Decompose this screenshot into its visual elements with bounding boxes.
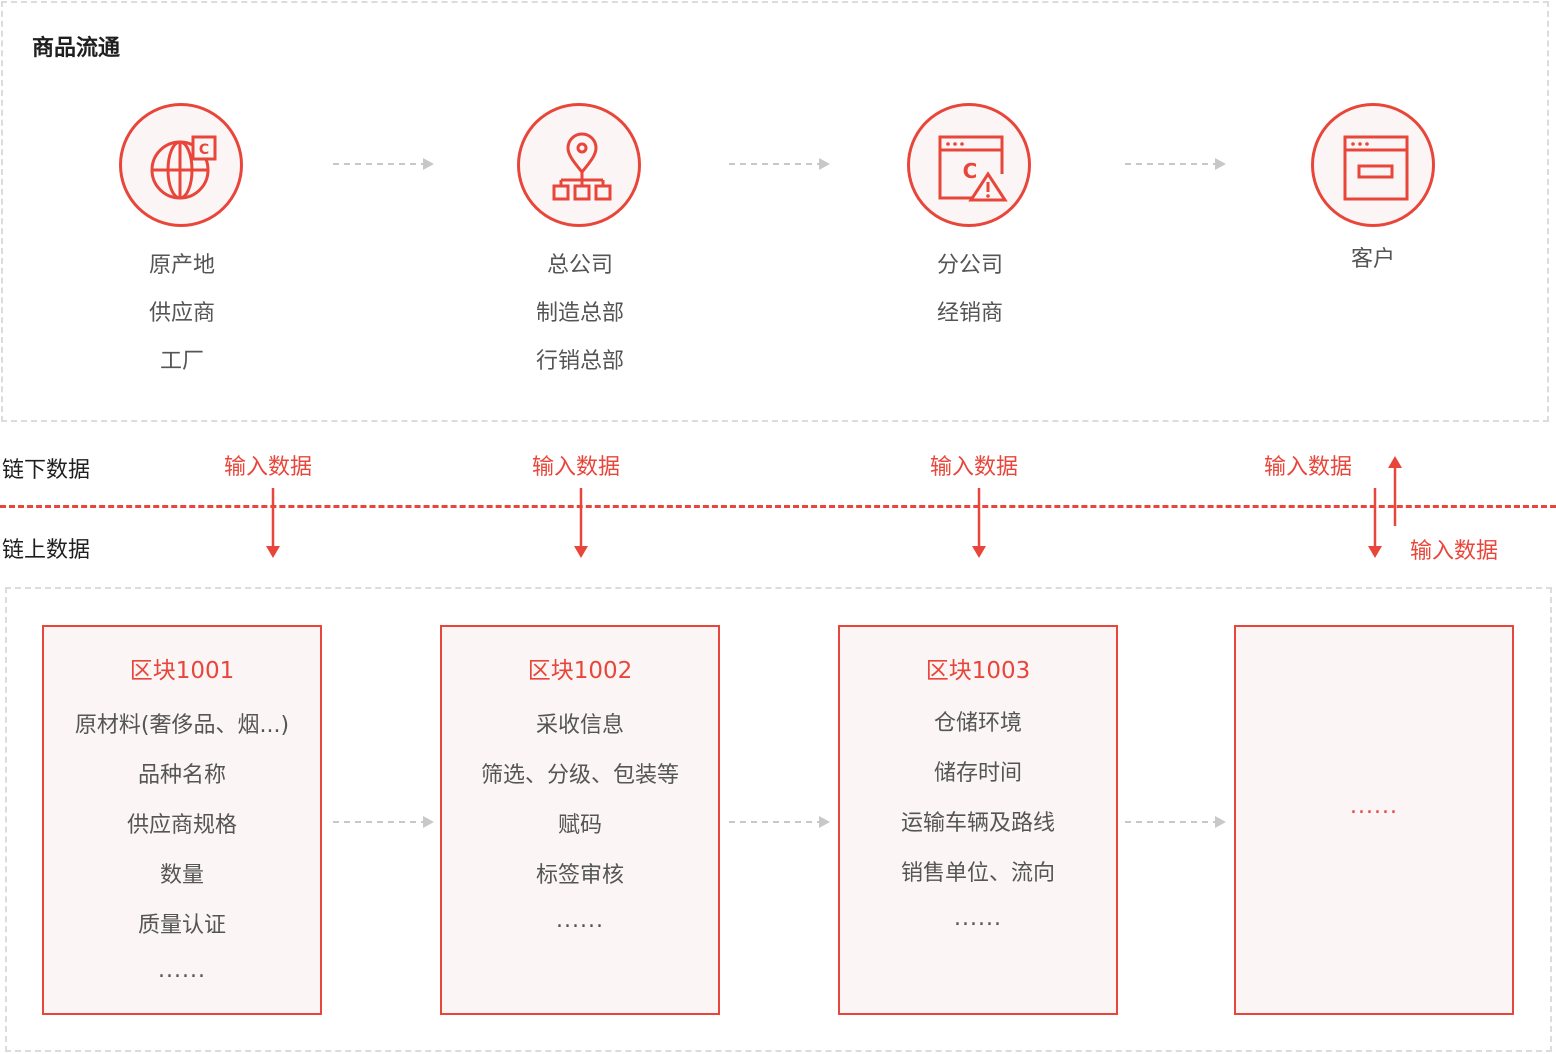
- onchain-label: 链上数据: [2, 538, 91, 563]
- block-item: ......: [158, 958, 206, 983]
- block-item: 原材料(奢侈品、烟...): [74, 713, 290, 738]
- node-line: 供应商: [148, 301, 215, 326]
- headquarters-node-labels: 总公司 制造总部 行销总部: [480, 242, 680, 386]
- block-item: ......: [556, 908, 604, 933]
- block-card: 区块1002 采收信息 筛选、分级、包装等 赋码 标签审核 ......: [440, 625, 720, 1015]
- block-item: 赋码: [557, 813, 602, 838]
- svg-text:C: C: [963, 159, 978, 183]
- origin-node: C: [119, 103, 243, 227]
- block-card: ......: [1234, 625, 1514, 1015]
- globe-copyright-icon: C: [150, 135, 217, 200]
- chain-divider: [0, 505, 1556, 508]
- up-arrow: [1388, 456, 1402, 526]
- node-line: 总公司: [546, 253, 613, 278]
- input-data-label: 输入数据: [930, 455, 1019, 480]
- node-line: 原产地: [148, 253, 215, 278]
- block-item: 数量: [159, 863, 204, 888]
- node-line: 分公司: [936, 253, 1003, 278]
- block-title: 区块1002: [527, 658, 633, 684]
- origin-node-labels: 原产地 供应商 工厂: [82, 242, 282, 386]
- headquarters-node: [517, 103, 641, 227]
- location-org-chart-icon: [552, 132, 612, 201]
- block-item: 仓储环境: [933, 711, 1022, 736]
- input-data-label: 输入数据: [1264, 455, 1353, 480]
- input-data-label: 输入数据: [224, 455, 313, 480]
- branch-node: C: [907, 103, 1031, 227]
- commodity-flow-panel: [1, 1, 1549, 422]
- customer-node: [1311, 103, 1435, 227]
- block-item: ......: [1350, 794, 1398, 819]
- node-line: 经销商: [936, 301, 1003, 326]
- down-arrow: [972, 488, 986, 558]
- flow-arrow: [1125, 816, 1226, 828]
- svg-text:C: C: [199, 142, 209, 158]
- down-arrow: [574, 488, 588, 558]
- block-item: 运输车辆及路线: [900, 811, 1055, 836]
- input-data-label: 输入数据: [532, 455, 621, 480]
- block-item: 采收信息: [535, 713, 624, 738]
- block-items: 原材料(奢侈品、烟...) 品种名称 供应商规格 数量 质量认证 ......: [44, 701, 320, 1001]
- node-line: 工厂: [159, 349, 204, 374]
- block-item: 供应商规格: [126, 813, 237, 838]
- block-items: 仓储环境 储存时间 运输车辆及路线 销售单位、流向 ......: [840, 699, 1116, 949]
- node-line: 制造总部: [535, 301, 624, 326]
- customer-node-labels: 客户: [1273, 236, 1473, 284]
- block-item: 销售单位、流向: [900, 861, 1055, 886]
- block-items: 采收信息 筛选、分级、包装等 赋码 标签审核 ......: [442, 701, 718, 951]
- browser-window-icon: [1343, 135, 1409, 201]
- block-item: 标签审核: [535, 863, 624, 888]
- block-card: 区块1003 仓储环境 储存时间 运输车辆及路线 销售单位、流向 ......: [838, 625, 1118, 1015]
- node-line: 行销总部: [535, 349, 624, 374]
- flow-arrow: [729, 158, 830, 170]
- flow-arrow: [333, 158, 434, 170]
- section-title: 商品流通: [32, 36, 121, 61]
- node-line: 客户: [1350, 247, 1395, 272]
- block-title: 区块1003: [925, 658, 1031, 684]
- block-item: ......: [954, 906, 1002, 931]
- input-data-label: 输入数据: [1410, 539, 1499, 564]
- flow-arrow: [729, 816, 830, 828]
- block-item: 品种名称: [137, 763, 226, 788]
- flow-arrow: [333, 816, 434, 828]
- offchain-label: 链下数据: [2, 458, 91, 483]
- block-card: 区块1001 原材料(奢侈品、烟...) 品种名称 供应商规格 数量 质量认证 …: [42, 625, 322, 1015]
- down-arrow: [266, 488, 280, 558]
- blockchain-panel: [5, 587, 1552, 1052]
- down-arrow: [1368, 488, 1382, 558]
- block-item: 储存时间: [933, 761, 1022, 786]
- block-title: 区块1001: [129, 658, 235, 684]
- flow-arrow: [1125, 158, 1226, 170]
- block-item: 质量认证: [137, 913, 226, 938]
- block-items: ......: [1236, 787, 1512, 837]
- branch-node-labels: 分公司 经销商: [870, 242, 1070, 338]
- block-item: 筛选、分级、包装等: [480, 763, 679, 788]
- window-copyright-warning-icon: C: [938, 135, 1008, 202]
